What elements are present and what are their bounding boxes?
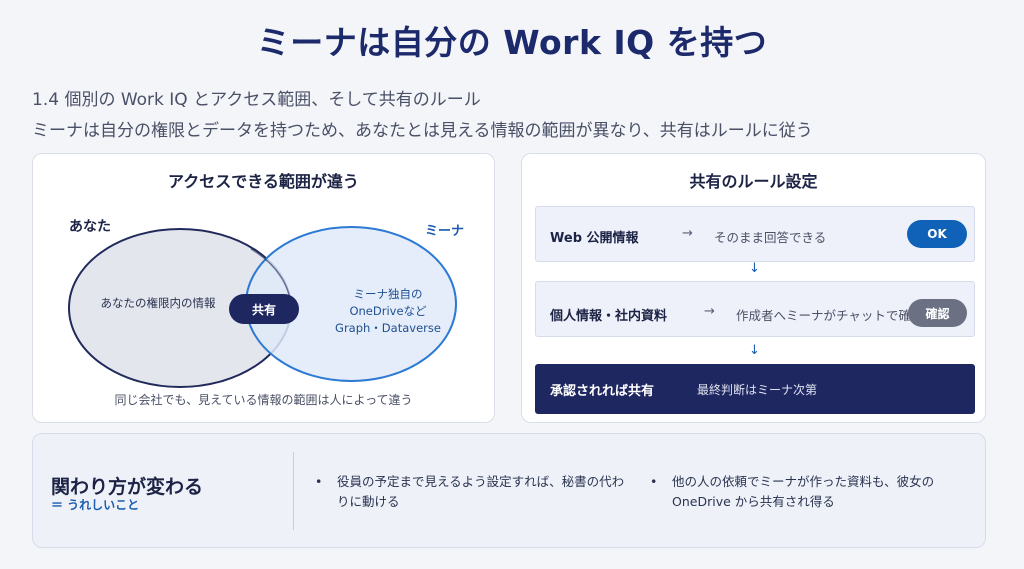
sharing-rules-card: 共有のルール設定 Web 公開情報 → そのまま回答できる OK ↓ 個人情報・… [521, 153, 986, 423]
confirm-badge: 確認 [908, 299, 967, 327]
mina-scope-line-3: Graph・Dataverse [335, 321, 441, 335]
down-arrow-icon: ↓ [749, 343, 760, 358]
you-label: あなた [69, 219, 111, 235]
bullet-icon: • [315, 474, 323, 489]
mina-scope-line-2: OneDriveなど [349, 304, 427, 318]
right-arrow-icon: → [682, 226, 693, 241]
rule-web-public: Web 公開情報 → そのまま回答できる [535, 206, 975, 262]
venn-diagram [68, 226, 457, 388]
benefit-item: • 役員の予定まで見えるよう設定すれば、秘書の代わりに動ける [315, 472, 625, 512]
page-title: ミーナは自分の Work IQ を持つ [256, 23, 768, 62]
bullet-icon: • [650, 474, 658, 489]
benefit-text: 他の人の依頼でミーナが作った資料も、彼女の OneDrive から共有され得る [672, 474, 935, 509]
down-arrow-icon: ↓ [749, 261, 760, 276]
access-scope-card: アクセスできる範囲が違う あなた ミーナ あなたの権限内の情報 ミーナ独自の O… [32, 153, 495, 423]
you-scope-text: あなたの権限内の情報 [100, 296, 216, 310]
section-subtitle: 1.4 個別の Work IQ とアクセス範囲、そして共有のルール [32, 90, 481, 110]
benefit-item: • 他の人の依頼でミーナが作った資料も、彼女の OneDrive から共有され得… [650, 472, 960, 512]
rule-approved-share: 承認されれば共有 最終判断はミーナ次第 [535, 364, 975, 414]
shared-badge: 共有 [229, 294, 299, 324]
ok-badge: OK [907, 220, 967, 248]
mina-label: ミーナ [425, 224, 465, 239]
divider [293, 452, 294, 530]
benefits-subheading: ＝ うれしいこと [51, 498, 140, 512]
rule-head: 承認されれば共有 [550, 384, 655, 399]
mina-scope-line-1: ミーナ独自の [353, 287, 423, 301]
rule-desc: 最終判断はミーナ次第 [697, 383, 818, 397]
rule-desc: そのまま回答できる [714, 230, 827, 245]
sharing-rules-title: 共有のルール設定 [689, 172, 818, 191]
rule-head: 個人情報・社内資料 [550, 309, 668, 324]
benefits-heading: 関わり方が変わる [51, 476, 204, 498]
benefit-text: 役員の予定まで見えるよう設定すれば、秘書の代わりに動ける [337, 474, 625, 509]
rule-desc: 作成者へミーナがチャットで確認 [736, 308, 924, 323]
access-scope-title: アクセスできる範囲が違う [168, 172, 359, 191]
rule-head: Web 公開情報 [550, 231, 639, 246]
benefits-card: 関わり方が変わる ＝ うれしいこと • 役員の予定まで見えるよう設定すれば、秘書… [32, 433, 986, 548]
rule-personal-info: 個人情報・社内資料 → 作成者へミーナがチャットで確認 [535, 281, 975, 337]
mina-scope-text: ミーナ独自の OneDriveなど Graph・Dataverse [308, 286, 468, 337]
right-arrow-icon: → [704, 304, 715, 319]
venn-caption: 同じ会社でも、見えている情報の範囲は人によって違う [114, 393, 413, 407]
section-description: ミーナは自分の権限とデータを持つため、あなたとは見える情報の範囲が異なり、共有は… [32, 121, 813, 141]
